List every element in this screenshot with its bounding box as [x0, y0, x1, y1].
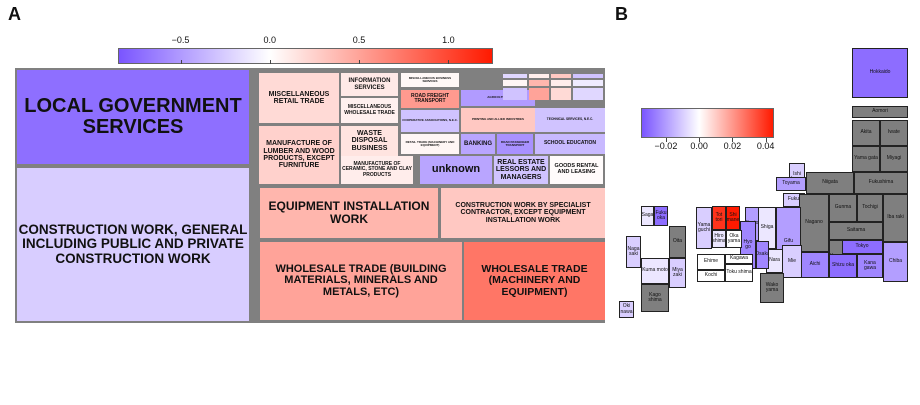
map-prefecture: Saitama: [829, 222, 883, 240]
colorbar-tick-mark: [269, 60, 271, 64]
map-prefecture: Hiro shima: [712, 230, 726, 248]
map-prefecture: Iwate: [880, 120, 908, 146]
treemap-tile: EQUIPMENT INSTALLATION WORK: [260, 188, 438, 238]
colorbar-tick-mark: [180, 60, 182, 64]
treemap-small-tile: [573, 80, 603, 86]
colorbar-tick-mark: [732, 138, 734, 142]
map-prefecture: Osaka: [756, 241, 769, 269]
map-prefecture: Ehime: [697, 254, 725, 270]
map-prefecture: Kochi: [697, 270, 725, 282]
map-prefecture: Naga saki: [626, 236, 641, 268]
map-prefecture: Kagawa: [725, 254, 753, 264]
treemap-small-tile: [551, 80, 571, 86]
colorbar-tick-label: 0.0: [263, 35, 277, 45]
map-prefecture: Nara: [766, 249, 783, 273]
colorbar-tick-mark: [359, 60, 361, 64]
map-prefecture: Oki nawa: [619, 301, 634, 318]
treemap-tile: MISCELLANEOUS RETAIL TRADE: [259, 73, 339, 123]
map-prefecture: Aichi: [801, 252, 829, 278]
treemap-small-tile: [573, 88, 603, 100]
treemap-tile: REAL ESTATE LESSORS AND MANAGERS: [494, 156, 548, 184]
colorbar-tick-label: 0.02: [723, 141, 742, 151]
panel-b-label: B: [615, 4, 628, 24]
map-prefecture: Aomori: [852, 106, 908, 118]
treemap-tile: MANUFACTURE OF CERAMIC, STONE AND CLAY P…: [341, 156, 413, 184]
treemap-tile: LOCAL GOVERNMENT SERVICES: [17, 70, 249, 164]
treemap-tile: WHOLESALE TRADE (MACHINERY AND EQUIPMENT…: [464, 242, 605, 320]
treemap-small-tile: [503, 88, 527, 100]
treemap-colorbar: [118, 48, 493, 64]
map-prefecture: Oita: [669, 226, 686, 258]
map-prefecture: Shi mane: [726, 206, 740, 230]
treemap-tile: PRINTING AND ALLIED INDUSTRIES: [461, 108, 535, 132]
panel-a-label: A: [8, 4, 21, 24]
map-prefecture: Tochigi: [857, 194, 883, 222]
map-prefecture: Tokyo: [841, 240, 883, 254]
treemap-tile: COOPERATIVE ASSOCIATIONS, N.E.C.: [401, 110, 459, 132]
map-prefecture: Nagano: [799, 194, 829, 252]
colorbar-tick-label: 0.5: [352, 35, 366, 45]
treemap-tile: WHOLESALE TRADE (BUILDING MATERIALS, MIN…: [260, 242, 462, 320]
map-prefecture: Fukushima: [854, 172, 908, 194]
treemap-tile: GOODS RENTAL AND LEASING: [550, 156, 603, 184]
map-prefecture: Fuku oka: [654, 206, 668, 226]
treemap-tile: ROAD FREIGHT TRANSPORT: [401, 90, 459, 108]
map-prefecture: Hokkaido: [852, 48, 908, 98]
colorbar-tick-label: −0.02: [654, 141, 678, 151]
map-prefecture: Miyagi: [880, 146, 908, 172]
map-prefecture: Wako yama: [760, 273, 784, 303]
treemap-tile: TECHNICAL SERVICES, N.E.C.: [535, 108, 605, 132]
map-prefecture: Oka yama: [726, 230, 742, 248]
treemap-small-tile: [529, 88, 549, 100]
treemap-small-tile: [529, 74, 549, 78]
map-prefecture: Mie: [782, 245, 802, 278]
map-prefecture: Kago shima: [641, 284, 669, 312]
treemap-small-tile: [529, 80, 549, 86]
treemap-small-tile: [503, 80, 527, 86]
treemap-small-tile: [551, 88, 571, 100]
map-prefecture: Kuma moto: [641, 258, 669, 284]
colorbar-tick-label: 0.04: [756, 141, 775, 151]
treemap-tile: ROAD PASSENGER TRANSPORT: [497, 134, 533, 154]
treemap-tile: MISCELLANEOUS BUSINESS SERVICES: [401, 73, 459, 87]
treemap-tile: WASTE DISPOSAL BUSINESS: [341, 126, 398, 156]
treemap-tile: SCHOOL EDUCATION: [535, 134, 605, 154]
map-prefecture: Shizu oka: [829, 254, 857, 278]
treemap-tile: RETAIL TRADE (MACHINERY AND EQUIPMENT): [401, 134, 459, 154]
colorbar-tick-label: −0.5: [171, 35, 190, 45]
colorbar-tick-label: 0.00: [690, 141, 708, 151]
treemap-small-tile: [573, 74, 603, 78]
treemap-small-tile: [551, 74, 571, 78]
colorbar-tick-mark: [448, 60, 450, 64]
map-prefecture: Yama gata: [852, 146, 880, 172]
treemap-tile: MANUFACTURE OF LUMBER AND WOOD PRODUCTS,…: [259, 126, 339, 184]
treemap-tile: BANKING: [461, 134, 495, 154]
treemap-tile: CONSTRUCTION WORK BY SPECIALIST CONTRACT…: [441, 188, 605, 238]
treemap-tile: CONSTRUCTION WORK, GENERAL INCLUDING PUB…: [17, 168, 249, 321]
map-prefecture: Chiba: [883, 242, 908, 282]
map-prefecture: Toku shima: [725, 264, 753, 282]
map-prefecture: Gunma: [829, 194, 857, 222]
treemap-tile: INFORMATION SERVICES: [341, 73, 398, 96]
map-prefecture: Iba raki: [883, 194, 908, 242]
map-prefecture: Tot tori: [712, 206, 726, 230]
map-prefecture: Miya zaki: [669, 258, 686, 288]
treemap-tile: unknown: [420, 156, 492, 184]
colorbar-tick-mark: [765, 138, 767, 142]
map-prefecture: Akita: [852, 120, 880, 146]
colorbar-tick-label: 1.0: [442, 35, 455, 45]
treemap-small-tile: [503, 74, 527, 78]
map-prefecture: Yama guchi: [696, 207, 712, 249]
map-prefecture: Niigata: [806, 172, 854, 194]
map-prefecture: Saga: [641, 206, 654, 226]
colorbar-tick-mark: [665, 138, 667, 142]
map-prefecture: Toyama: [776, 177, 806, 191]
colorbar-tick-mark: [699, 138, 701, 142]
map-prefecture: Kana gawa: [857, 254, 883, 278]
treemap-tile: MISCELLANEOUS WHOLESALE TRADE: [341, 98, 398, 123]
map-colorbar: [641, 108, 774, 138]
